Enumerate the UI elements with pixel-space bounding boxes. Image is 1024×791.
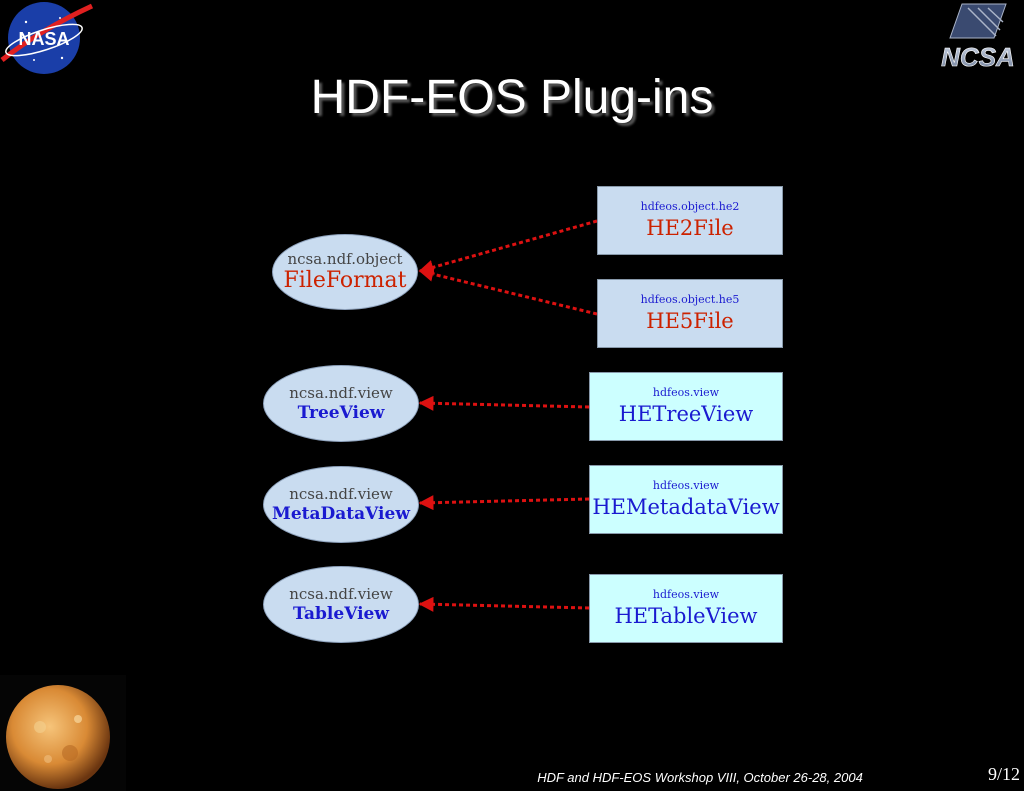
implementation-class: HE2File	[646, 215, 734, 240]
implementation-he5file: hdfeos.object.he5 HE5File	[597, 279, 783, 348]
interface-package: ncsa.ndf.view	[289, 584, 393, 603]
implementation-class: HETableView	[614, 603, 758, 628]
implementation-class: HETreeView	[618, 401, 754, 426]
interface-package: ncsa.ndf.view	[289, 484, 393, 503]
interface-fileformat: ncsa.ndf.object FileFormat	[272, 234, 418, 310]
arrow-hetreeview-to-treeview	[418, 395, 590, 411]
nasa-logo: NASA	[0, 2, 94, 74]
interface-class: FileFormat	[283, 268, 407, 293]
implementation-class: HE5File	[646, 308, 734, 333]
moon-image	[0, 675, 126, 791]
ncsa-wordmark: NCSA	[941, 42, 1015, 72]
arrow-hemetadataview-to-metadataview	[418, 495, 590, 511]
interface-class: TableView	[293, 603, 389, 624]
implementation-package: hdfeos.object.he2	[640, 199, 740, 213]
implementation-hetableview: hdfeos.view HETableView	[589, 574, 783, 643]
implementation-class: HEMetadataView	[592, 494, 780, 519]
ncsa-logo: NCSA	[941, 3, 1015, 72]
implementation-package: hdfeos.view	[652, 385, 720, 399]
interface-class: TreeView	[297, 402, 385, 423]
implementation-package: hdfeos.object.he5	[640, 292, 740, 306]
implementation-hemetadataview: hdfeos.view HEMetadataView	[589, 465, 783, 534]
interface-tableview: ncsa.ndf.view TableView	[263, 566, 419, 643]
arrow-hetableview-to-tableview	[418, 596, 590, 612]
page-number: 9/12	[987, 764, 1020, 784]
implementation-package: hdfeos.view	[652, 478, 720, 492]
arrow-he2file-to-fileformat	[418, 219, 598, 275]
interface-treeview: ncsa.ndf.view TreeView	[263, 365, 419, 442]
nasa-wordmark: NASA	[18, 29, 69, 49]
implementation-hetreeview: hdfeos.view HETreeView	[589, 372, 783, 441]
interface-class: MetaDataView	[272, 503, 410, 524]
footer-text: HDF and HDF-EOS Workshop VIII, October 2…	[537, 770, 863, 785]
slide-title: HDF-EOS Plug-ins	[310, 71, 714, 124]
implementation-package: hdfeos.view	[652, 587, 720, 601]
interface-package: ncsa.ndf.object	[287, 250, 403, 268]
interface-metadataview: ncsa.ndf.view MetaDataView	[263, 466, 419, 543]
interface-package: ncsa.ndf.view	[289, 383, 393, 402]
implementation-he2file: hdfeos.object.he2 HE2File	[597, 186, 783, 255]
arrow-he5file-to-fileformat	[418, 266, 598, 316]
